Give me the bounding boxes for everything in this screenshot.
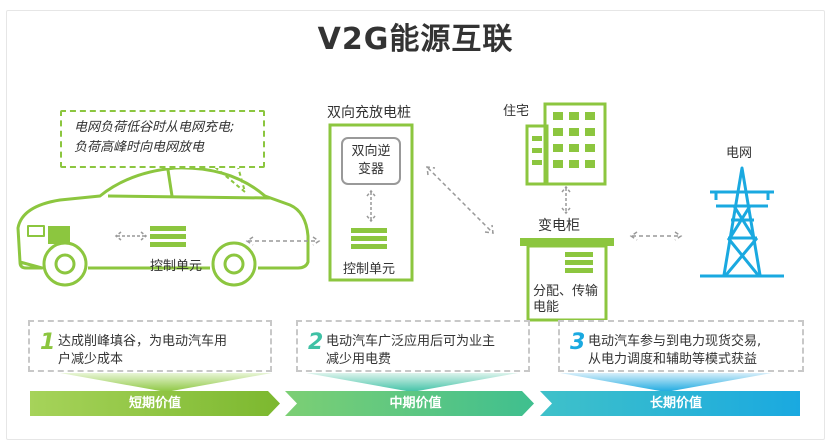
car-internal-arrow-icon [114,231,148,241]
building-cabinet-arrow-icon [561,185,571,215]
value-long-line-1: 电动汽车参与到电力现货交易, [588,334,762,349]
charger-control-unit-label: 控制单元 [343,262,396,277]
inverter-label: 双向逆 变器 [348,143,394,179]
charger-station-icon [328,123,414,282]
inverter-label-line-2: 变器 [357,162,384,177]
grid-label: 电网 [726,146,753,161]
speech-bubble: 电网负荷低谷时从电网充电; 负荷高峰时向电网放电 [60,110,265,168]
cabinet-label: 变电柜 [538,218,580,234]
car-control-unit-icon [150,226,186,247]
value-short-line-1: 达成削峰填谷，为电动汽车用 [58,334,228,349]
charger-title-label: 双向充放电桩 [327,105,411,121]
phase-label-long: 长期价值 [649,396,702,411]
building-label: 住宅 [503,104,530,119]
value-text-short: 达成削峰填谷，为电动汽车用 户减少成本 [58,333,262,369]
speech-line-1: 电网负荷低谷时从电网充电; [74,120,235,135]
value-text-mid: 电动汽车广泛应用后可为业主 减少用电费 [326,333,520,369]
phase-label-mid: 中期价值 [389,396,442,411]
value-box-short: 1 达成削峰填谷，为电动汽车用 户减少成本 [28,320,272,372]
value-number-mid: 2 [308,330,324,355]
cabinet-grid-arrow-icon [629,231,683,241]
value-text-long: 电动汽车参与到电力现货交易, 从电力调度和辅助等模式获益 [588,333,794,369]
phase-bar-short-shape [30,391,280,416]
value-short-line-2: 户减少成本 [58,352,124,367]
phase-label-short: 短期价值 [128,396,181,411]
value-box-mid: 2 电动汽车广泛应用后可为业主 减少用电费 [296,320,530,372]
value-number-short: 1 [40,330,56,355]
value-mid-line-1: 电动汽车广泛应用后可为业主 [326,334,496,349]
speech-line-2: 负荷高峰时向电网放电 [74,140,205,155]
car-icon [16,166,310,287]
car-charger-arrow-icon [245,236,321,246]
value-box-long: 3 电动汽车参与到电力现货交易, 从电力调度和辅助等模式获益 [558,320,804,372]
value-number-long: 3 [570,330,586,355]
value-long-line-2: 从电力调度和辅助等模式获益 [588,352,758,367]
residential-building-icon [525,102,607,186]
charger-cabinet-arrow-icon [426,166,494,234]
distribution-label: 分配、传输 电能 [533,284,598,316]
value-mid-line-2: 减少用电费 [326,352,392,367]
down-chevron-mid-icon [306,373,518,392]
phase-bar-long-shape [540,391,800,416]
distribution-label-line-2: 电能 [533,300,560,315]
distribution-label-line-1: 分配、传输 [533,284,599,299]
down-chevron-short-icon [60,373,272,392]
inverter-label-line-1: 双向逆 [351,144,391,159]
down-chevron-long-icon [560,373,772,392]
diagram-frame [6,10,825,440]
phase-bar-mid-shape [285,391,534,416]
power-tower-icon [700,166,784,278]
car-control-unit-label: 控制单元 [150,259,203,274]
diagram-title: V2G能源互联 [317,22,514,57]
